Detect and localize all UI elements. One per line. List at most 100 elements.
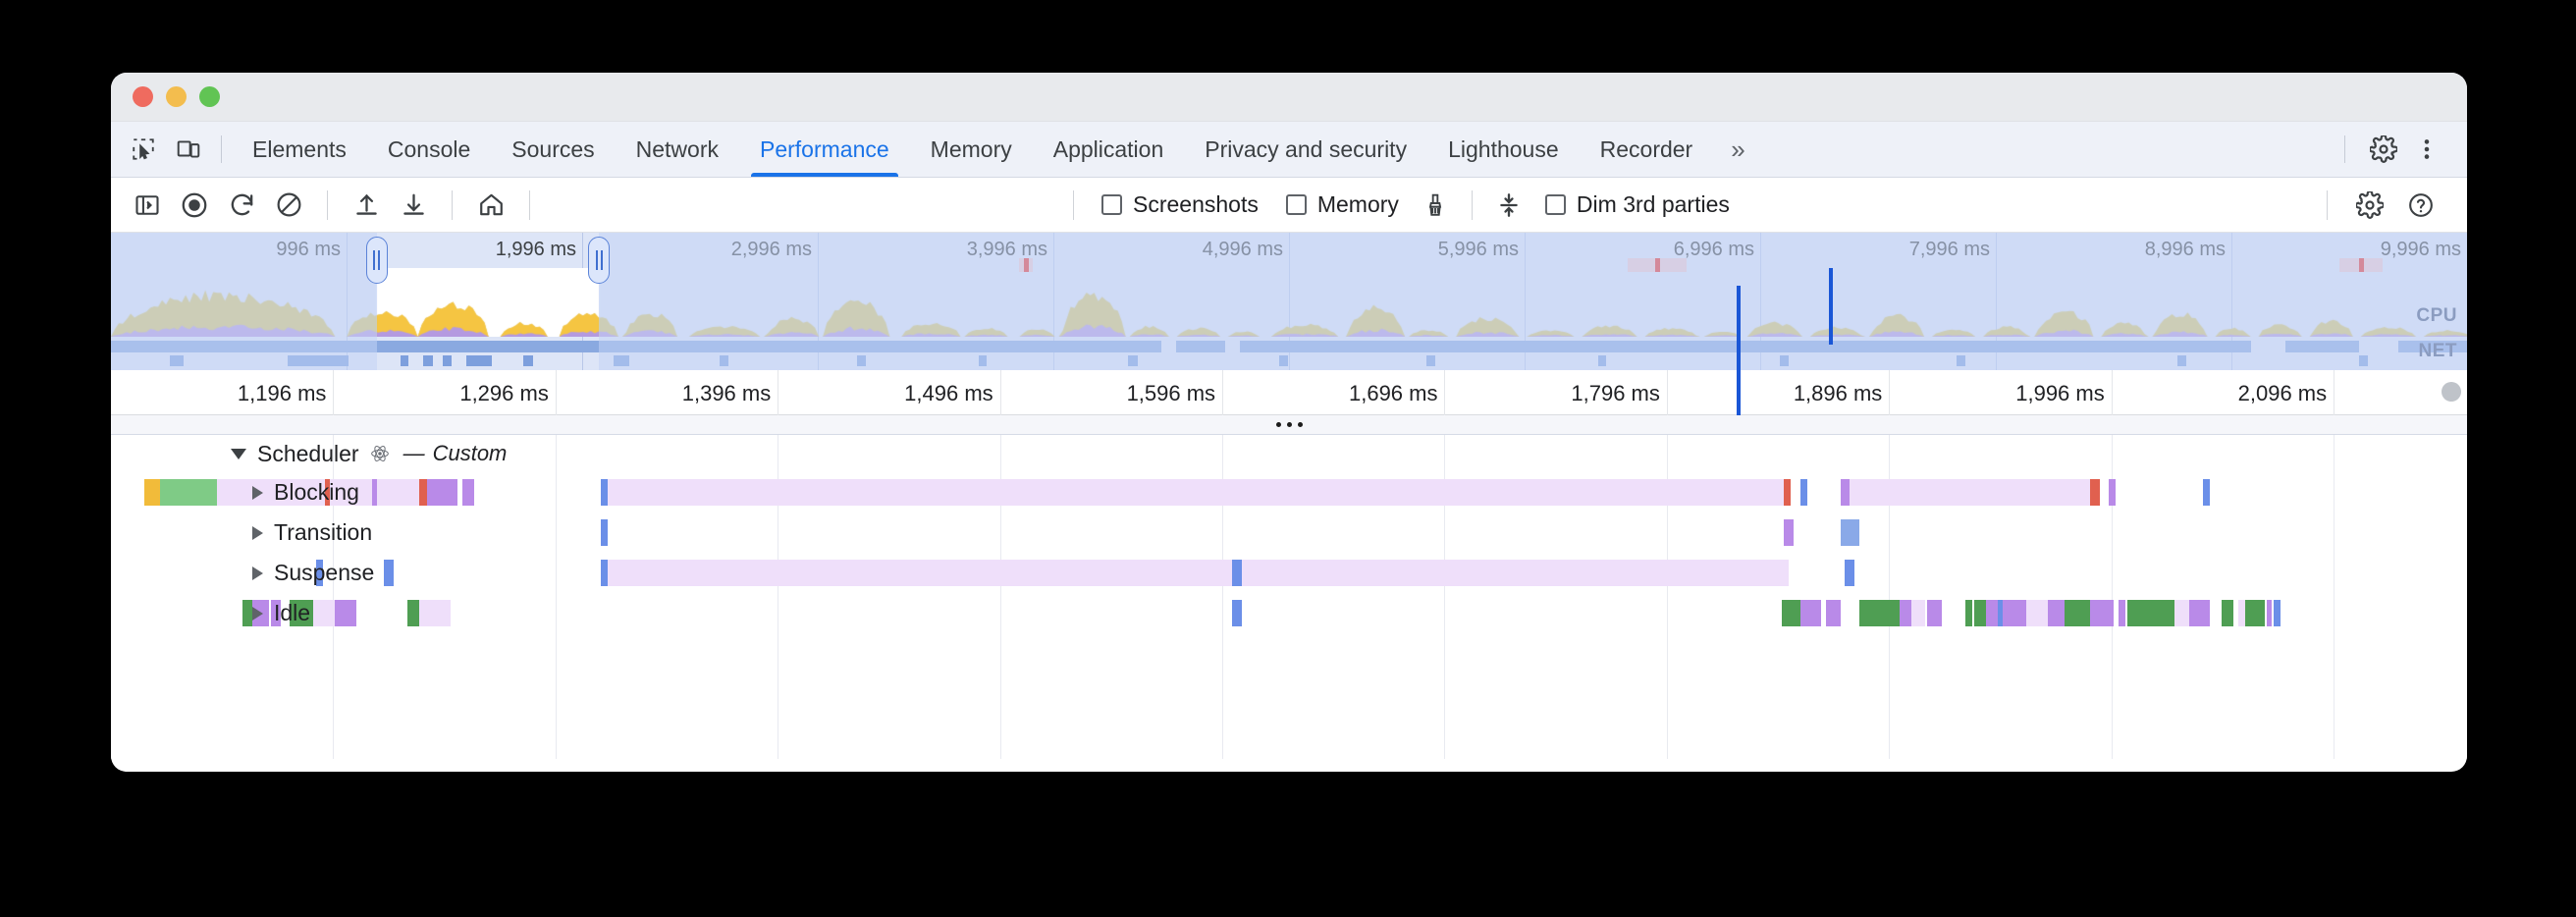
timeline-span[interactable] bbox=[335, 600, 356, 626]
timeline-span[interactable] bbox=[271, 600, 281, 626]
timeline-span[interactable] bbox=[2109, 479, 2117, 506]
timeline-span[interactable] bbox=[325, 479, 331, 506]
tab-performance[interactable]: Performance bbox=[739, 122, 910, 177]
capture-settings-gear-icon[interactable] bbox=[2349, 185, 2390, 226]
memory-checkbox-box[interactable] bbox=[1285, 194, 1307, 215]
tab-memory[interactable]: Memory bbox=[910, 122, 1033, 177]
clear-button[interactable] bbox=[268, 185, 309, 226]
timeline-span[interactable] bbox=[1840, 479, 1851, 506]
timeline-span[interactable] bbox=[143, 479, 161, 506]
timeline-span[interactable] bbox=[313, 600, 335, 626]
timeline-span[interactable] bbox=[2127, 600, 2175, 626]
tab-console[interactable]: Console bbox=[367, 122, 491, 177]
timeline-span[interactable] bbox=[384, 560, 394, 586]
toggle-sidebar-button[interactable] bbox=[127, 185, 168, 226]
timeline-span[interactable] bbox=[1858, 600, 1900, 626]
timeline-span[interactable] bbox=[2118, 600, 2125, 626]
more-options-kebab-icon[interactable] bbox=[2412, 135, 2442, 164]
dim-3rd-parties-checkbox-box[interactable] bbox=[1544, 194, 1566, 215]
tab-privacy-and-security[interactable]: Privacy and security bbox=[1184, 122, 1427, 177]
track-row[interactable]: Blocking bbox=[111, 472, 2467, 512]
timeline-scroll-thumb[interactable] bbox=[2442, 382, 2461, 402]
timeline-span[interactable] bbox=[2090, 600, 2114, 626]
flame-chart-tracks[interactable]: Scheduler — Custom Blocking bbox=[111, 435, 2467, 759]
timeline-span[interactable] bbox=[1799, 600, 1822, 626]
home-button[interactable] bbox=[470, 185, 511, 226]
inspect-element-icon[interactable] bbox=[129, 135, 158, 164]
timeline-span[interactable] bbox=[2245, 600, 2265, 626]
timeline-span[interactable] bbox=[2274, 600, 2281, 626]
overview-selection-handle-right[interactable] bbox=[588, 237, 611, 284]
timeline-span[interactable] bbox=[160, 479, 217, 506]
timeline-span[interactable] bbox=[1826, 600, 1841, 626]
zoom-window-button[interactable] bbox=[199, 86, 220, 107]
expand-triangle-icon[interactable] bbox=[252, 566, 263, 580]
timeline-span[interactable] bbox=[2047, 600, 2065, 626]
settings-gear-icon[interactable] bbox=[2369, 135, 2398, 164]
timeline-span[interactable] bbox=[407, 600, 420, 626]
timeline-span[interactable] bbox=[1840, 519, 1859, 546]
timeline-span[interactable] bbox=[1242, 560, 1789, 586]
timeline-span[interactable] bbox=[419, 479, 427, 506]
dim-3rd-parties-checkbox[interactable]: Dim 3rd parties bbox=[1533, 191, 1742, 218]
record-button[interactable] bbox=[174, 185, 215, 226]
load-profile-button[interactable] bbox=[346, 185, 387, 226]
timeline-span[interactable] bbox=[419, 600, 451, 626]
timeline-span[interactable] bbox=[601, 519, 609, 546]
tab-recorder[interactable]: Recorder bbox=[1580, 122, 1714, 177]
timeline-span[interactable] bbox=[2203, 479, 2211, 506]
memory-checkbox[interactable]: Memory bbox=[1274, 191, 1411, 218]
more-tabs-chevron-icon[interactable]: » bbox=[1713, 122, 1762, 177]
help-question-icon[interactable] bbox=[2400, 185, 2442, 226]
compact-tracks-button[interactable] bbox=[1488, 185, 1530, 226]
track-group-header[interactable]: Scheduler — Custom bbox=[231, 435, 507, 472]
save-profile-button[interactable] bbox=[393, 185, 434, 226]
expand-triangle-icon[interactable] bbox=[252, 606, 263, 620]
timeline-span[interactable] bbox=[1974, 600, 1987, 626]
timeline-span[interactable] bbox=[1232, 560, 1242, 586]
device-toolbar-icon[interactable] bbox=[174, 135, 203, 164]
timeline-span[interactable] bbox=[1784, 519, 1794, 546]
timeline-span[interactable] bbox=[1799, 479, 1807, 506]
tab-network[interactable]: Network bbox=[616, 122, 739, 177]
tab-lighthouse[interactable]: Lighthouse bbox=[1427, 122, 1580, 177]
timeline-span[interactable] bbox=[290, 600, 314, 626]
timeline-span[interactable] bbox=[377, 479, 420, 506]
minimize-window-button[interactable] bbox=[166, 86, 187, 107]
group-collapse-triangle-icon[interactable] bbox=[231, 448, 246, 459]
timeline-span[interactable] bbox=[315, 560, 323, 586]
timeline-span[interactable] bbox=[2222, 600, 2234, 626]
timeline-span[interactable] bbox=[1986, 600, 1999, 626]
timeline-span[interactable] bbox=[2188, 600, 2211, 626]
timeline-span[interactable] bbox=[1850, 479, 2090, 506]
timeline-span[interactable] bbox=[2003, 600, 2027, 626]
timeline-span[interactable] bbox=[1845, 560, 1854, 586]
track-row[interactable]: Suspense bbox=[111, 553, 2467, 593]
reload-and-record-button[interactable] bbox=[221, 185, 262, 226]
screenshots-checkbox[interactable]: Screenshots bbox=[1090, 191, 1270, 218]
track-row[interactable]: Transition bbox=[111, 512, 2467, 553]
overview-selection-handle-left[interactable] bbox=[365, 237, 388, 284]
timeline-span[interactable] bbox=[2174, 600, 2189, 626]
collect-garbage-button[interactable] bbox=[1415, 185, 1456, 226]
track-row[interactable]: Idle bbox=[111, 593, 2467, 633]
timeline-span[interactable] bbox=[2267, 600, 2272, 626]
timeline-span[interactable] bbox=[461, 479, 474, 506]
timeline-span[interactable] bbox=[1927, 600, 1942, 626]
timeline-span[interactable] bbox=[2090, 479, 2100, 506]
timeline-span[interactable] bbox=[1899, 600, 1911, 626]
timeline-span[interactable] bbox=[608, 560, 1233, 586]
track-header-transition[interactable]: Transition bbox=[252, 512, 372, 553]
screenshots-checkbox-box[interactable] bbox=[1101, 194, 1122, 215]
timeline-span[interactable] bbox=[1781, 600, 1800, 626]
tab-application[interactable]: Application bbox=[1033, 122, 1185, 177]
timeline-span[interactable] bbox=[1910, 600, 1925, 626]
track-group-scheduler[interactable]: Scheduler — Custom bbox=[111, 435, 2467, 472]
timeline-span[interactable] bbox=[372, 479, 378, 506]
timeline-span[interactable] bbox=[601, 560, 609, 586]
timeline-span[interactable] bbox=[1232, 600, 1242, 626]
tab-sources[interactable]: Sources bbox=[491, 122, 615, 177]
expand-triangle-icon[interactable] bbox=[252, 525, 263, 540]
timeline-span[interactable] bbox=[217, 479, 326, 506]
